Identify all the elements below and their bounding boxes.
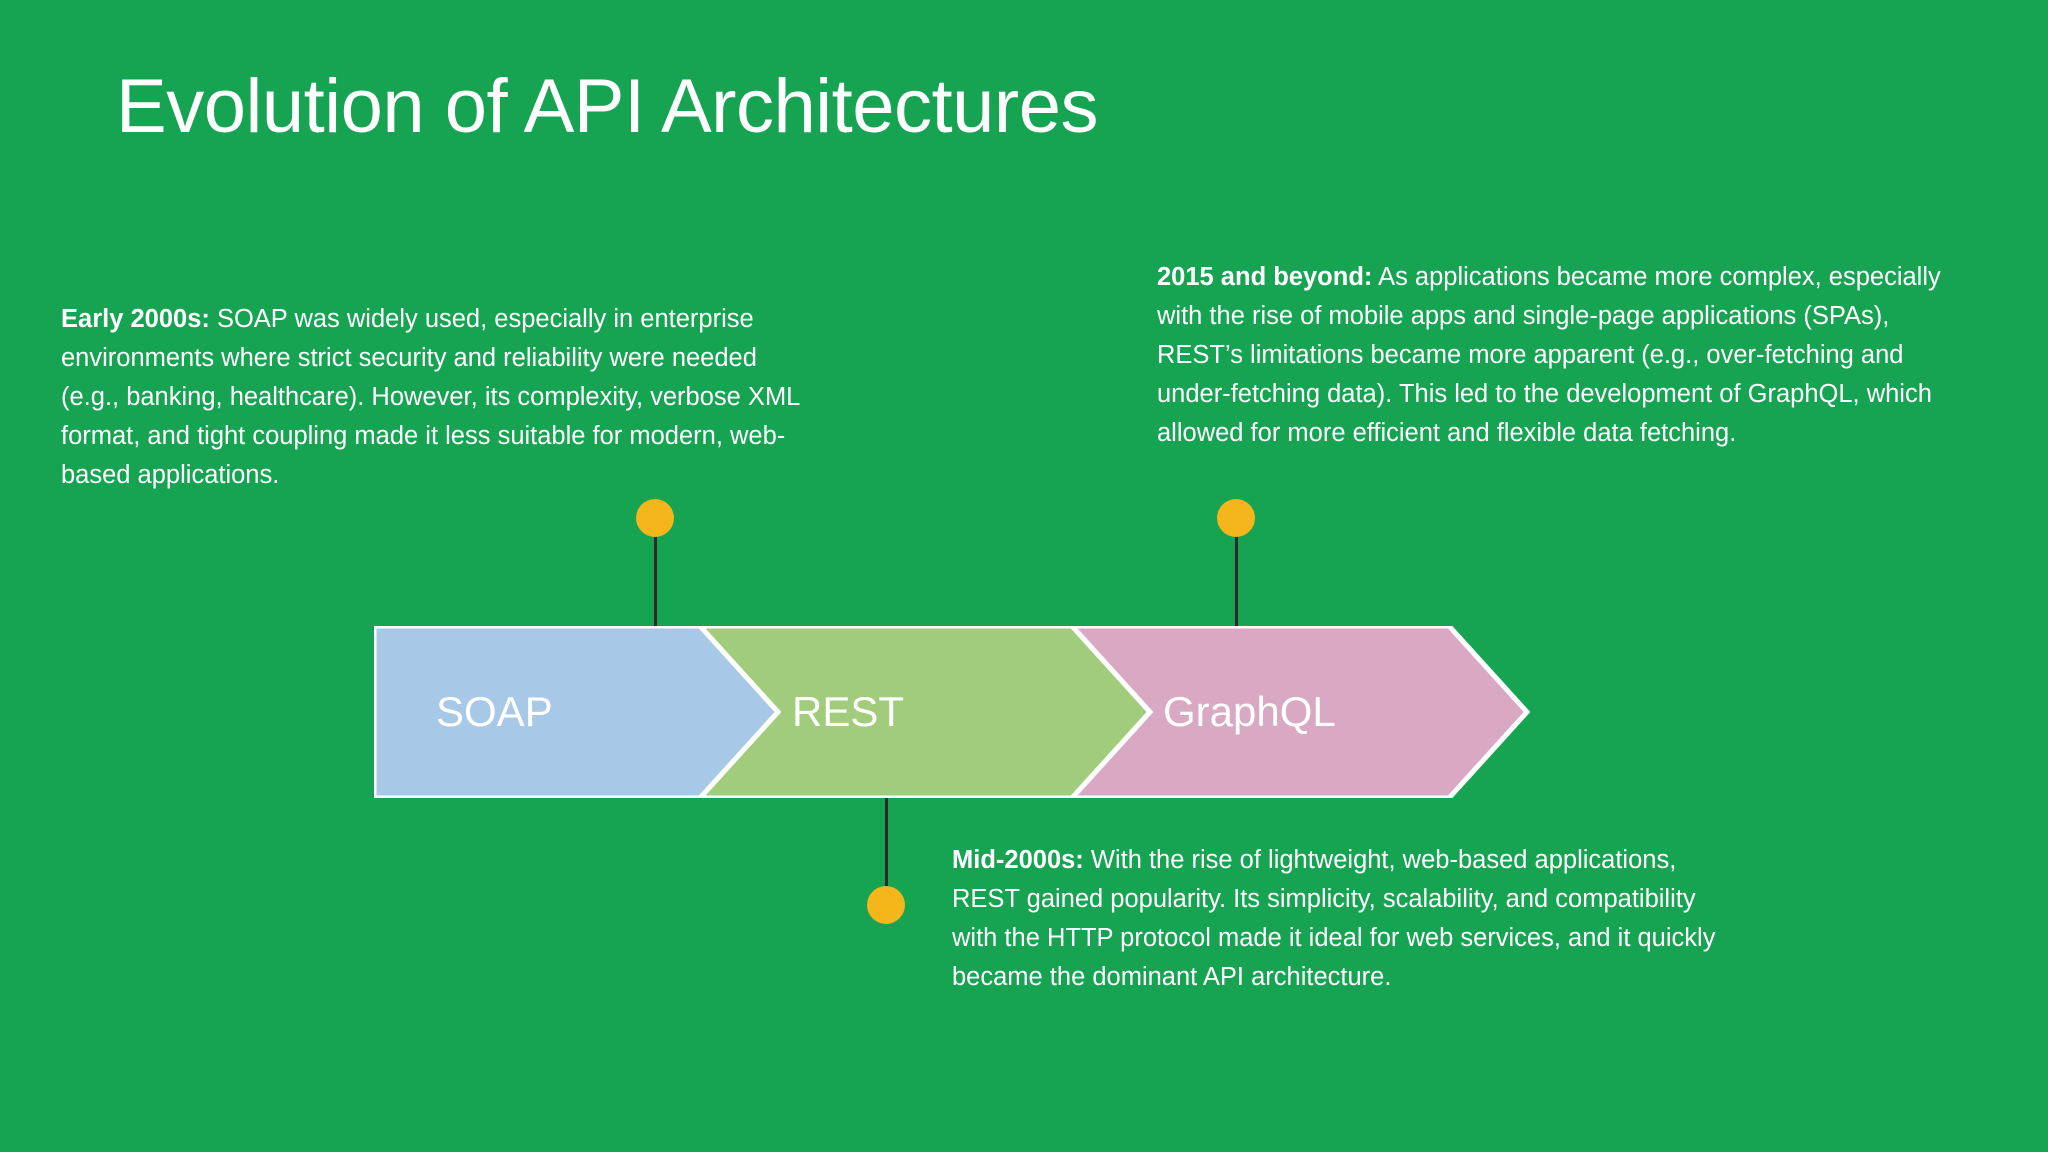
marker-dot-rest	[867, 886, 905, 924]
chevron-segment-soap[interactable]	[374, 626, 782, 798]
marker-dot-soap	[636, 499, 674, 537]
connector-line-soap	[654, 518, 657, 630]
chevron-segment-graphql[interactable]	[1068, 626, 1530, 798]
stage-label-rest: REST	[792, 688, 904, 735]
annotation-graphql-lead: 2015 and beyond:	[1157, 263, 1373, 291]
stage-label-soap: SOAP	[436, 688, 553, 735]
chevron-segment-rest[interactable]	[696, 626, 1154, 798]
connector-line-rest	[885, 795, 888, 905]
annotation-graphql: 2015 and beyond: As applications became …	[1157, 258, 1957, 453]
marker-dot-graphql	[1217, 499, 1255, 537]
stage-label-graphql: GraphQL	[1163, 688, 1336, 735]
annotation-soap: Early 2000s: SOAP was widely used, espec…	[61, 300, 821, 495]
annotation-soap-lead: Early 2000s:	[61, 305, 210, 333]
annotation-rest: Mid-2000s: With the rise of lightweight,…	[952, 841, 1742, 997]
connector-line-graphql	[1235, 518, 1238, 630]
annotation-soap-body: SOAP was widely used, especially in ente…	[61, 305, 800, 489]
page-title: Evolution of API Architectures	[116, 64, 1098, 149]
chevron-flow-svg: SOAP REST GraphQL	[374, 626, 1530, 798]
annotation-rest-lead: Mid-2000s:	[952, 846, 1084, 874]
annotation-rest-body: With the rise of lightweight, web-based …	[952, 846, 1716, 991]
annotation-graphql-body: As applications became more complex, esp…	[1157, 263, 1941, 447]
chevron-flow-diagram: SOAP REST GraphQL	[374, 626, 1530, 798]
